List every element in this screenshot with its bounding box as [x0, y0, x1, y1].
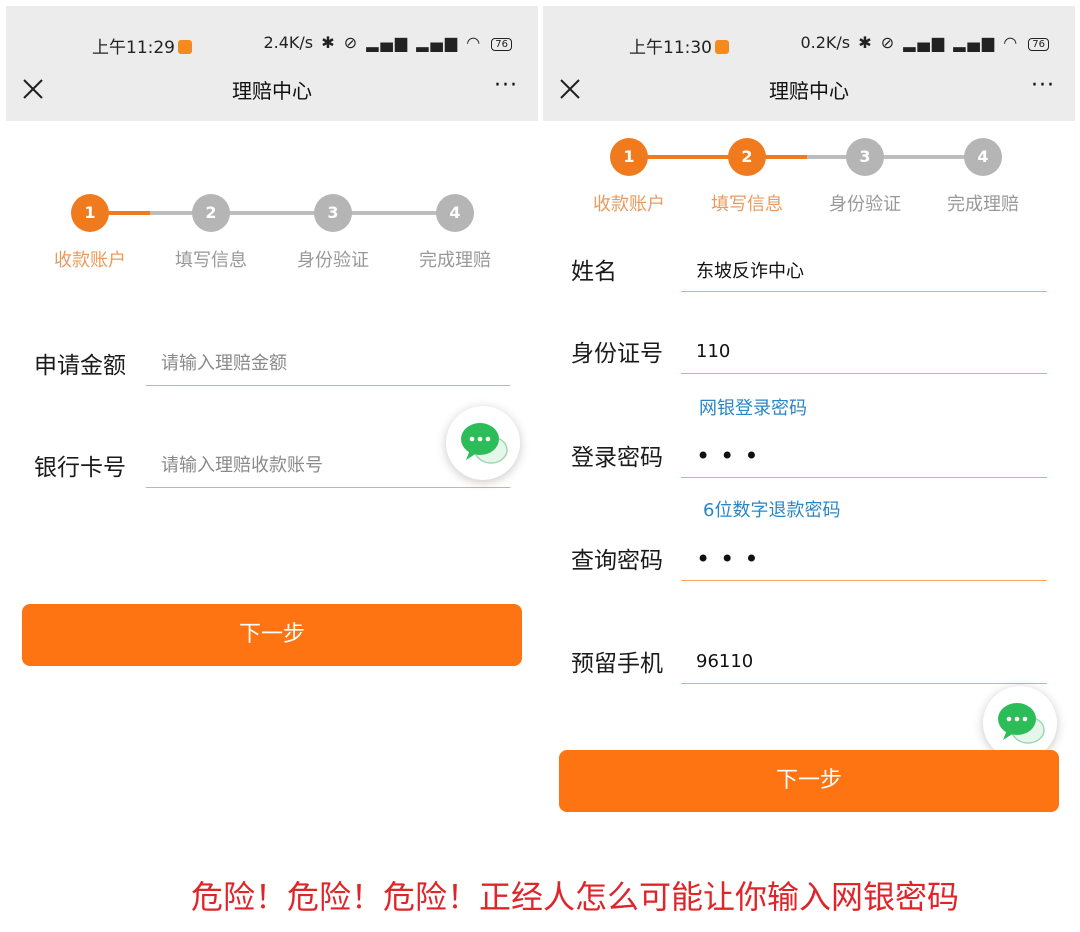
wechat-chat-icon	[461, 423, 508, 464]
query-password-hint: 6位数字退款密码	[703, 500, 841, 521]
phone-input[interactable]	[681, 640, 1047, 684]
step-4: 4 完成理赔	[395, 194, 515, 272]
warning-caption: 危险！危险！危险！正经人怎么可能让你输入网银密码	[190, 878, 959, 916]
id-number-label: 身份证号	[571, 341, 663, 367]
step-1: 1 收款账户	[30, 194, 150, 272]
close-icon[interactable]	[557, 76, 583, 102]
more-menu-icon[interactable]: ···	[1031, 73, 1055, 98]
network-speed: 2.4K/s	[263, 33, 314, 52]
status-time-text: 上午11:29	[92, 38, 175, 58]
step-label: 身份验证	[297, 250, 369, 271]
close-icon[interactable]	[20, 76, 46, 102]
query-password-label: 查询密码	[571, 548, 663, 574]
page-title: 理赔中心	[232, 79, 312, 103]
step-number: 2	[728, 138, 766, 176]
step-number: 3	[314, 194, 352, 232]
step-line	[629, 155, 807, 159]
name-label: 姓名	[571, 259, 617, 285]
top-bar: 上午11:30 0.2K/s ✱ ⊘ ▂▄▆ ▂▄▆ ◠ 76 理赔中心 ···	[543, 6, 1075, 121]
amount-input[interactable]	[146, 342, 510, 386]
login-password-hint: 网银登录密码	[699, 398, 807, 419]
step-label: 收款账户	[54, 250, 126, 271]
step-line	[807, 155, 983, 159]
step-label: 身份验证	[829, 194, 901, 215]
login-password-label: 登录密码	[571, 445, 663, 471]
step-label: 填写信息	[711, 194, 783, 215]
step-2: 2 填写信息	[151, 194, 271, 272]
step-label: 完成理赔	[947, 194, 1019, 215]
step-line	[90, 211, 150, 215]
step-1: 1 收款账户	[569, 138, 689, 216]
step-number: 4	[436, 194, 474, 232]
signal-icons: ✱ ⊘ ▂▄▆ ▂▄▆ ◠	[858, 33, 1020, 52]
chat-button[interactable]	[446, 406, 520, 480]
top-bar: 上午11:29 2.4K/s ✱ ⊘ ▂▄▆ ▂▄▆ ◠ 76 理赔中心 ···	[6, 6, 538, 121]
step-3: 3 身份验证	[273, 194, 393, 272]
card-label: 银行卡号	[34, 455, 126, 481]
battery-icon: 76	[491, 38, 512, 51]
app-badge-icon	[715, 40, 729, 54]
step-number: 2	[192, 194, 230, 232]
phone-label: 预留手机	[571, 651, 663, 677]
signal-icons: ✱ ⊘ ▂▄▆ ▂▄▆ ◠	[321, 33, 483, 52]
next-button[interactable]: 下一步	[22, 604, 522, 666]
step-3: 3 身份验证	[805, 138, 925, 216]
left-screenshot: 上午11:29 2.4K/s ✱ ⊘ ▂▄▆ ▂▄▆ ◠ 76 理赔中心 ···…	[6, 6, 538, 844]
status-time-text: 上午11:30	[629, 38, 712, 58]
status-icons: 2.4K/s ✱ ⊘ ▂▄▆ ▂▄▆ ◠ 76	[263, 33, 512, 52]
chat-button[interactable]	[983, 686, 1057, 760]
status-time: 上午11:29	[92, 33, 192, 58]
step-number: 3	[846, 138, 884, 176]
right-screenshot: 上午11:30 0.2K/s ✱ ⊘ ▂▄▆ ▂▄▆ ◠ 76 理赔中心 ···…	[543, 6, 1075, 844]
step-line	[150, 211, 456, 215]
next-button[interactable]: 下一步	[559, 750, 1059, 812]
network-speed: 0.2K/s	[800, 33, 851, 52]
query-password-input[interactable]	[681, 537, 1047, 581]
step-label: 填写信息	[175, 250, 247, 271]
wechat-chat-icon	[998, 703, 1045, 744]
step-number: 1	[610, 138, 648, 176]
name-input[interactable]	[681, 248, 1047, 292]
status-icons: 0.2K/s ✱ ⊘ ▂▄▆ ▂▄▆ ◠ 76	[800, 33, 1049, 52]
step-label: 完成理赔	[419, 250, 491, 271]
app-badge-icon	[178, 40, 192, 54]
more-menu-icon[interactable]: ···	[494, 73, 518, 98]
amount-label: 申请金额	[34, 353, 126, 379]
login-password-input[interactable]	[681, 434, 1047, 478]
page-title: 理赔中心	[769, 79, 849, 103]
battery-icon: 76	[1028, 38, 1049, 51]
battery-level: 76	[495, 39, 508, 50]
battery-level: 76	[1032, 39, 1045, 50]
status-time: 上午11:30	[629, 33, 729, 58]
step-4: 4 完成理赔	[923, 138, 1043, 216]
id-number-input[interactable]	[681, 330, 1047, 374]
step-label: 收款账户	[593, 194, 665, 215]
step-number: 1	[71, 194, 109, 232]
step-number: 4	[964, 138, 1002, 176]
step-2: 2 填写信息	[687, 138, 807, 216]
